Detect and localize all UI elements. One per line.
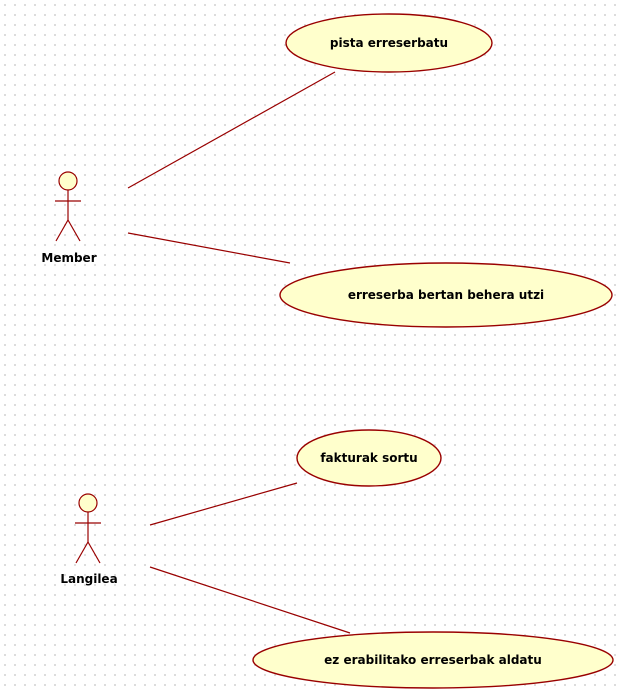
use-case-ellipse	[285, 13, 493, 73]
association-langilea-fakturak-sortu[interactable]	[149, 482, 298, 526]
use-case-label: fakturak sortu	[320, 451, 417, 465]
use-case-erreserba-bertan-behera-utzi[interactable]: erreserba bertan behera utzi	[279, 262, 613, 328]
use-case-fakturak-sortu[interactable]: fakturak sortu	[296, 429, 442, 487]
actor-head	[78, 493, 98, 513]
actor-left-leg	[75, 541, 89, 564]
use-case-label: erreserba bertan behera utzi	[348, 288, 544, 302]
use-case-ez-erabilitako-erreserbak-aldatu[interactable]: ez erabilitako erreserbak aldatu	[252, 631, 614, 689]
actor-member[interactable]: Member	[41, 171, 97, 265]
association-langilea-ez-erabilitako-erreserbak-aldatu[interactable]	[149, 566, 351, 634]
use-case-ellipse	[296, 429, 442, 487]
actor-right-leg	[67, 219, 81, 242]
actor-langilea[interactable]: Langilea	[60, 493, 118, 586]
association-member-pista-erreserbatu[interactable]	[127, 71, 336, 189]
actor-head	[58, 171, 78, 191]
actor-right-leg	[87, 541, 101, 564]
use-case-ellipse	[252, 631, 614, 689]
use-case-ellipse	[279, 262, 613, 328]
actor-label: Member	[41, 251, 96, 265]
association-member-erreserba-bertan-behera-utzi[interactable]	[127, 232, 291, 264]
use-case-label: ez erabilitako erreserbak aldatu	[324, 653, 542, 667]
actor-label: Langilea	[60, 572, 117, 586]
use-case-label: pista erreserbatu	[330, 36, 448, 50]
use-case-pista-erreserbatu[interactable]: pista erreserbatu	[285, 13, 493, 73]
actor-left-leg	[55, 219, 69, 242]
